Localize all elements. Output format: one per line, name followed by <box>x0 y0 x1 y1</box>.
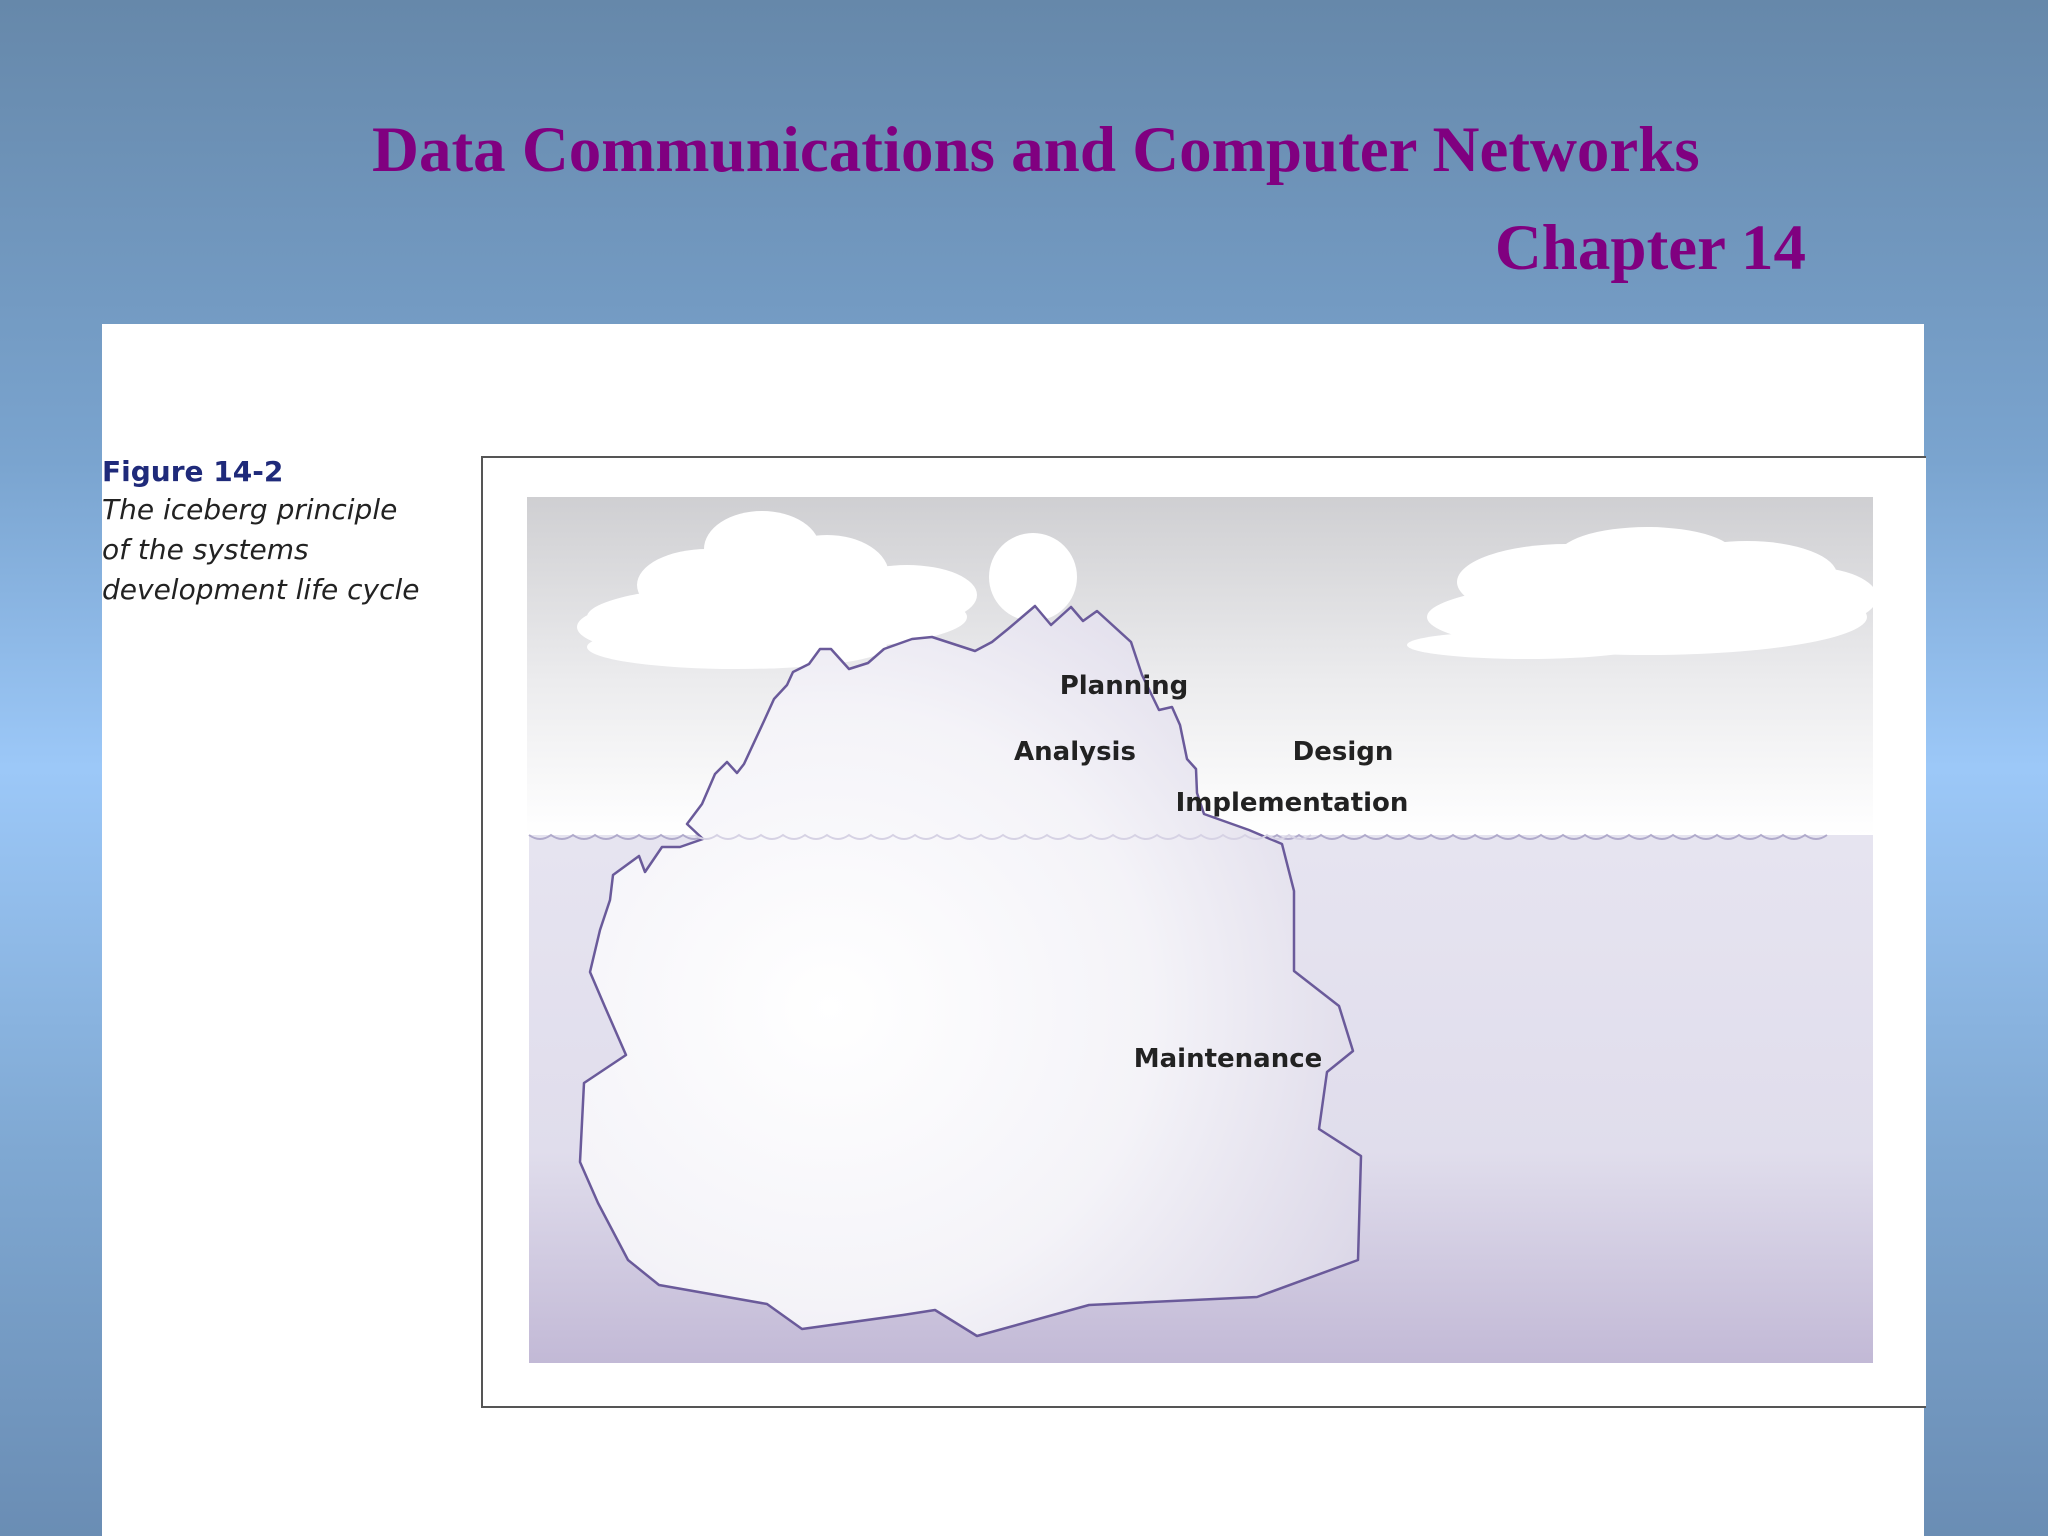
iceberg-diagram: Planning Analysis Design Implementation … <box>527 497 1873 1363</box>
label-analysis: Analysis <box>1014 737 1136 767</box>
sun-icon <box>989 533 1077 621</box>
iceberg-waterline <box>694 833 1312 840</box>
label-planning: Planning <box>1060 671 1189 701</box>
figure-caption: Figure 14-2 The iceberg principle of the… <box>102 454 462 610</box>
cloud-left-icon <box>577 511 977 669</box>
slide-subtitle: Chapter 14 <box>1494 212 1806 284</box>
slide-title: Data Communications and Computer Network… <box>372 114 1700 186</box>
figure-caption-text: The iceberg principle of the systems dev… <box>102 493 420 607</box>
label-design: Design <box>1293 737 1394 767</box>
label-implementation: Implementation <box>1176 788 1409 818</box>
iceberg <box>578 604 1363 1338</box>
cloud-right-icon <box>1407 527 1873 659</box>
label-maintenance: Maintenance <box>1134 1044 1323 1074</box>
figure-number: Figure 14-2 <box>102 455 284 488</box>
